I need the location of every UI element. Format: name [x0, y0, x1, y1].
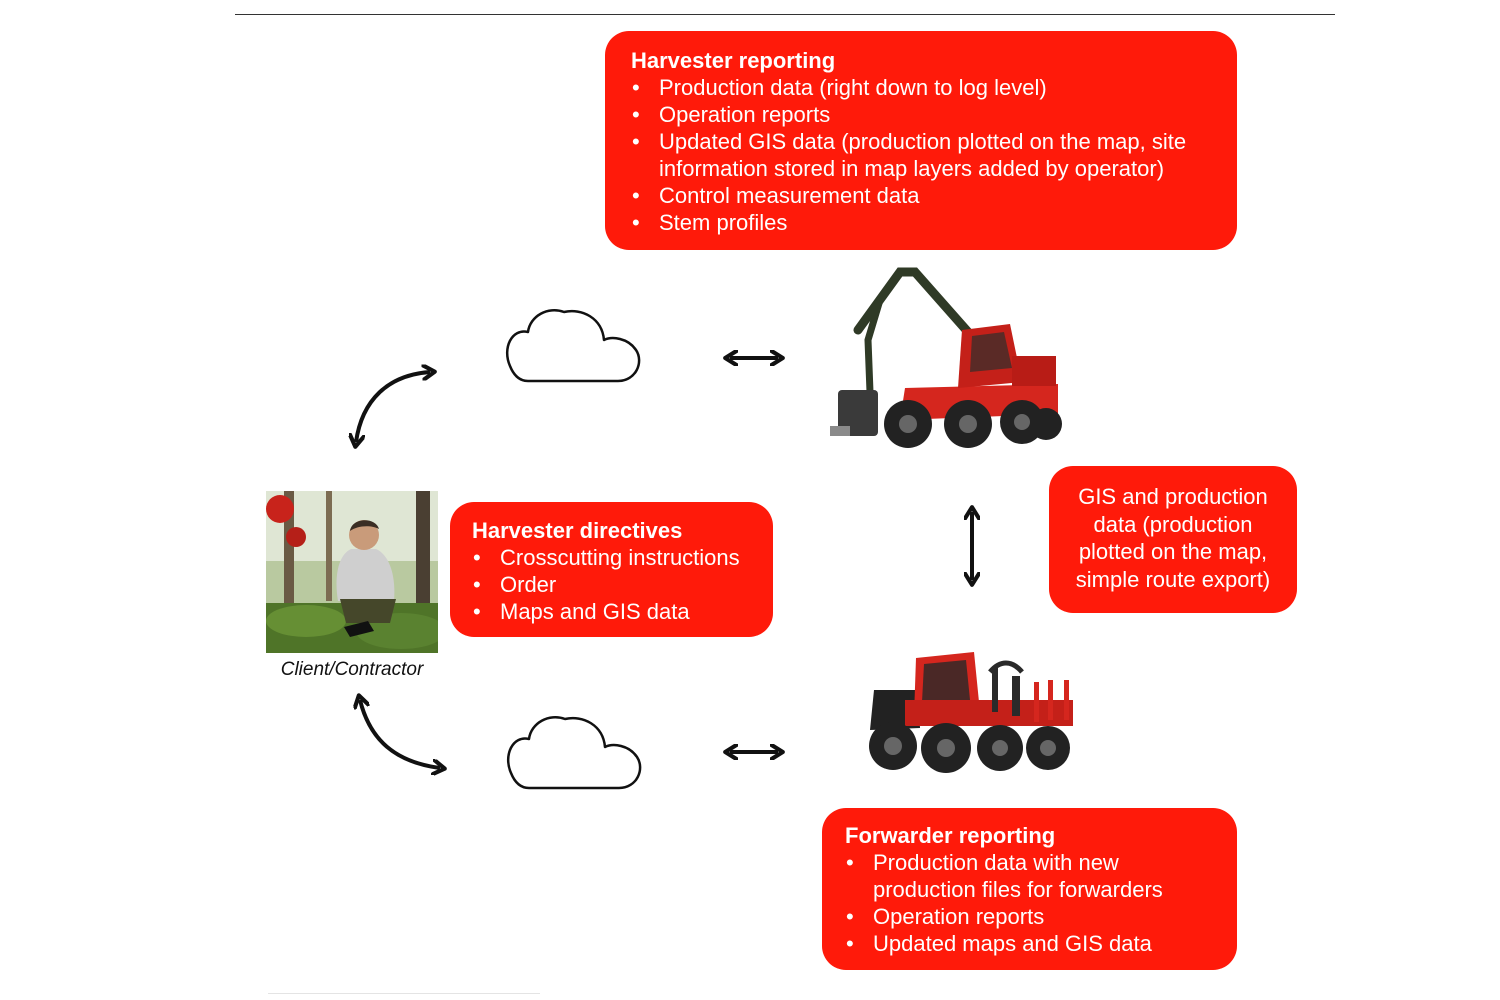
harvester-directives-title: Harvester directives	[472, 518, 683, 543]
list-item: Updated maps and GIS data	[845, 930, 1214, 957]
gis-production-box: GIS and production data (production plot…	[1049, 466, 1297, 613]
list-item: Production data (right down to log level…	[631, 74, 1211, 101]
list-item: Updated GIS data (production plotted on …	[631, 128, 1211, 182]
harvester-directives-box: Harvester directives Crosscutting instru…	[450, 502, 773, 637]
harvester-reporting-title: Harvester reporting	[631, 48, 836, 73]
list-item: Stem profiles	[631, 209, 1211, 236]
cloud-icon	[505, 309, 641, 383]
forwarder-reporting-title: Forwarder reporting	[845, 823, 1056, 848]
cloud-icon	[506, 716, 642, 790]
list-item: Operation reports	[631, 101, 1211, 128]
list-item: Control measurement data	[631, 182, 1211, 209]
client-photo-illustration	[266, 491, 438, 653]
list-item: Operation reports	[845, 903, 1214, 930]
forwarder-machine	[869, 652, 1073, 773]
client-photo	[266, 491, 438, 653]
harvester-directives-list: Crosscutting instructions Order Maps and…	[472, 544, 751, 625]
list-item: Crosscutting instructions	[472, 544, 751, 571]
forwarder-reporting-list: Production data with new production file…	[845, 849, 1214, 957]
top-rule	[235, 14, 1335, 15]
bottom-rule	[268, 993, 540, 994]
curved-arrow-icon	[356, 372, 430, 442]
list-item: Production data with new production file…	[845, 849, 1214, 903]
gis-production-text: GIS and production data (production plot…	[1075, 484, 1271, 592]
harvester-reporting-list: Production data (right down to log level…	[631, 74, 1211, 236]
client-caption: Client/Contractor	[280, 659, 424, 680]
harvester-reporting-box: Harvester reporting Production data (rig…	[605, 31, 1237, 250]
list-item: Maps and GIS data	[472, 598, 751, 625]
curved-arrow-icon	[360, 700, 440, 768]
harvester-machine	[830, 267, 1062, 448]
forwarder-reporting-box: Forwarder reporting Production data with…	[822, 808, 1237, 970]
list-item: Order	[472, 571, 751, 598]
